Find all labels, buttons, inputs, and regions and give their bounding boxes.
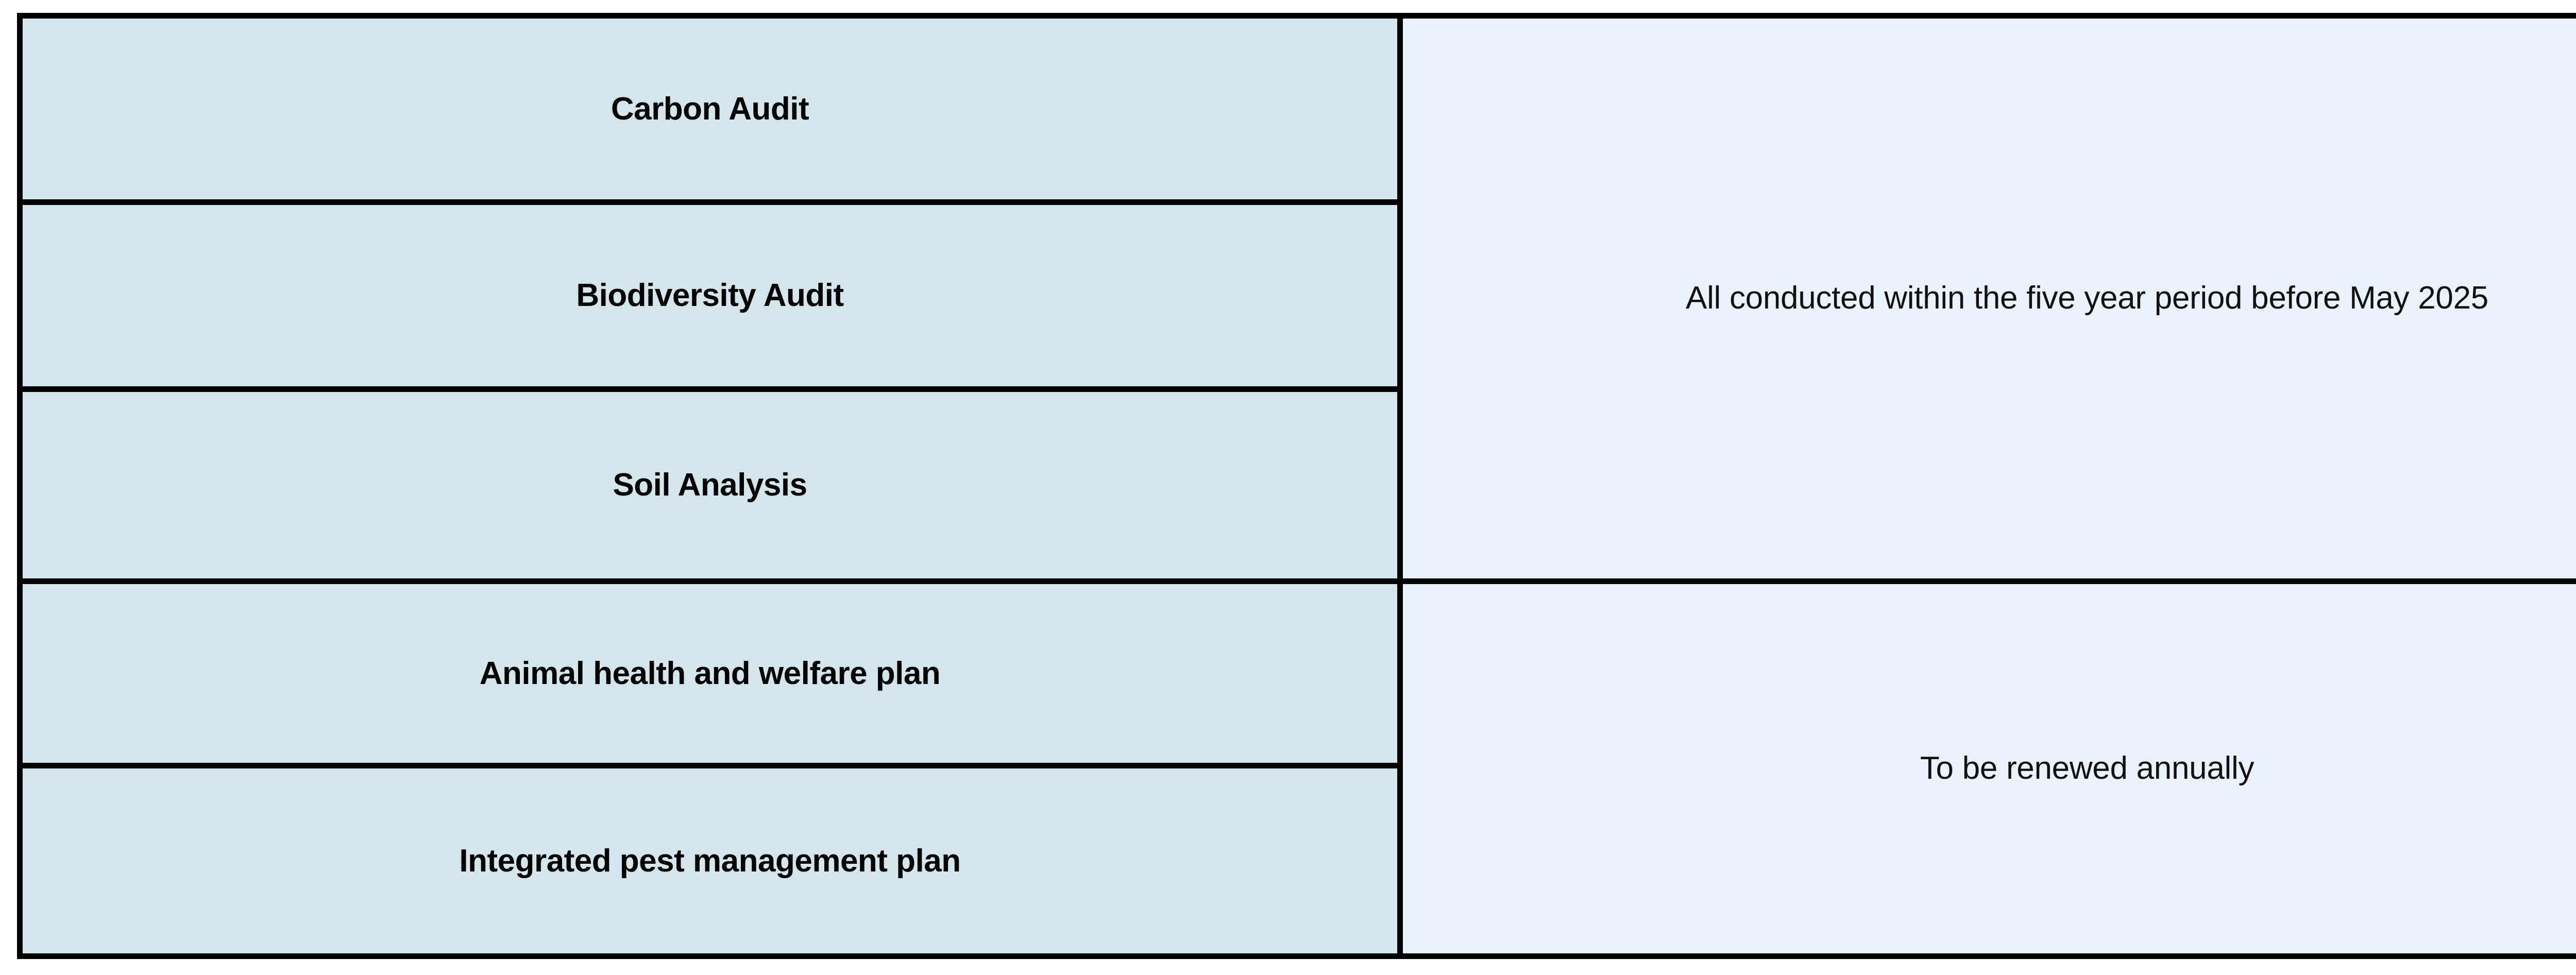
item-label-animal-health-welfare-plan: Animal health and welfare plan xyxy=(479,655,941,691)
table-row-integrated-pest-management-plan: Integrated pest management plan xyxy=(23,768,1397,953)
table-row-biodiversity-audit: Biodiversity Audit xyxy=(23,205,1397,392)
audits-note-cell: All conducted within the five year perio… xyxy=(1403,19,2576,578)
audits-note-text: All conducted within the five year perio… xyxy=(1686,280,2488,316)
item-label-carbon-audit: Carbon Audit xyxy=(611,91,809,127)
audits-item-column: Carbon Audit Biodiversity Audit Soil Ana… xyxy=(23,19,1403,579)
plans-item-column: Animal health and welfare plan Integrate… xyxy=(23,584,1403,953)
table-row-soil-analysis: Soil Analysis xyxy=(23,391,1397,579)
requirements-table: Carbon Audit Biodiversity Audit Soil Ana… xyxy=(17,13,2576,959)
item-label-soil-analysis: Soil Analysis xyxy=(613,467,807,503)
table-band-audits: Carbon Audit Biodiversity Audit Soil Ana… xyxy=(23,19,2576,584)
plans-note-text: To be renewed annually xyxy=(1920,750,2255,786)
table-row-animal-health-welfare-plan: Animal health and welfare plan xyxy=(23,584,1397,768)
plans-note-cell: To be renewed annually xyxy=(1403,584,2576,953)
table-band-plans: Animal health and welfare plan Integrate… xyxy=(23,584,2576,953)
item-label-biodiversity-audit: Biodiversity Audit xyxy=(576,278,844,314)
table-row-carbon-audit: Carbon Audit xyxy=(23,19,1397,206)
item-label-integrated-pest-management-plan: Integrated pest management plan xyxy=(459,843,961,879)
